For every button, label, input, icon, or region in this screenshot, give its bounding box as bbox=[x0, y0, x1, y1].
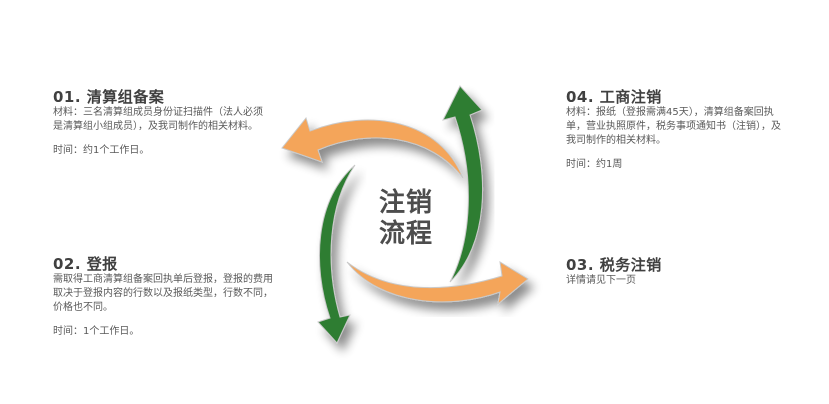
step-02-time: 时间：1个工作日。 bbox=[53, 326, 140, 337]
green-arrow-up-icon bbox=[442, 85, 483, 283]
step-01-title: 01. 清算组备案 bbox=[53, 88, 165, 106]
step-01-block: 01. 清算组备案 材料：三名清算组成员身份证扫描件（法人必须是清算组小组成员）… bbox=[53, 88, 268, 158]
step-02-materials: 需取得工商清算组备案回执单后登报，登报的费用取决于登报内容的行数以及报纸类型，行… bbox=[53, 274, 273, 313]
center-title-line1: 注销 bbox=[378, 188, 433, 218]
center-title-line2: 流程 bbox=[378, 219, 433, 249]
orange-arrow-left-icon bbox=[281, 116, 464, 179]
step-04-materials: 材料：报纸（登报需满45天），清算组备案回执单，营业执照原件，税务事项通知书（注… bbox=[566, 107, 781, 146]
step-03-title: 03. 税务注销 bbox=[566, 256, 662, 274]
step-04-block: 04. 工商注销 材料：报纸（登报需满45天），清算组备案回执单，营业执照原件，… bbox=[566, 88, 781, 172]
step-02-title: 02. 登报 bbox=[53, 255, 118, 273]
orange-arrow-right-icon bbox=[346, 261, 529, 306]
cycle-diagram bbox=[281, 85, 529, 344]
step-02-block: 02. 登报 需取得工商清算组备案回执单后登报，登报的费用取决于登报内容的行数以… bbox=[53, 255, 273, 339]
step-03-block: 03. 税务注销 详情请见下一页 bbox=[566, 256, 766, 288]
step-04-title: 04. 工商注销 bbox=[566, 88, 662, 106]
step-01-time: 时间：约1个工作日。 bbox=[53, 145, 150, 156]
green-arrow-down-icon bbox=[317, 164, 356, 344]
center-title: 注销 流程 bbox=[370, 188, 442, 250]
step-03-materials: 详情请见下一页 bbox=[566, 275, 636, 286]
step-04-time: 时间：约1周 bbox=[566, 159, 623, 170]
step-01-materials: 材料：三名清算组成员身份证扫描件（法人必须是清算组小组成员），及我司制作的相关材… bbox=[53, 107, 263, 132]
